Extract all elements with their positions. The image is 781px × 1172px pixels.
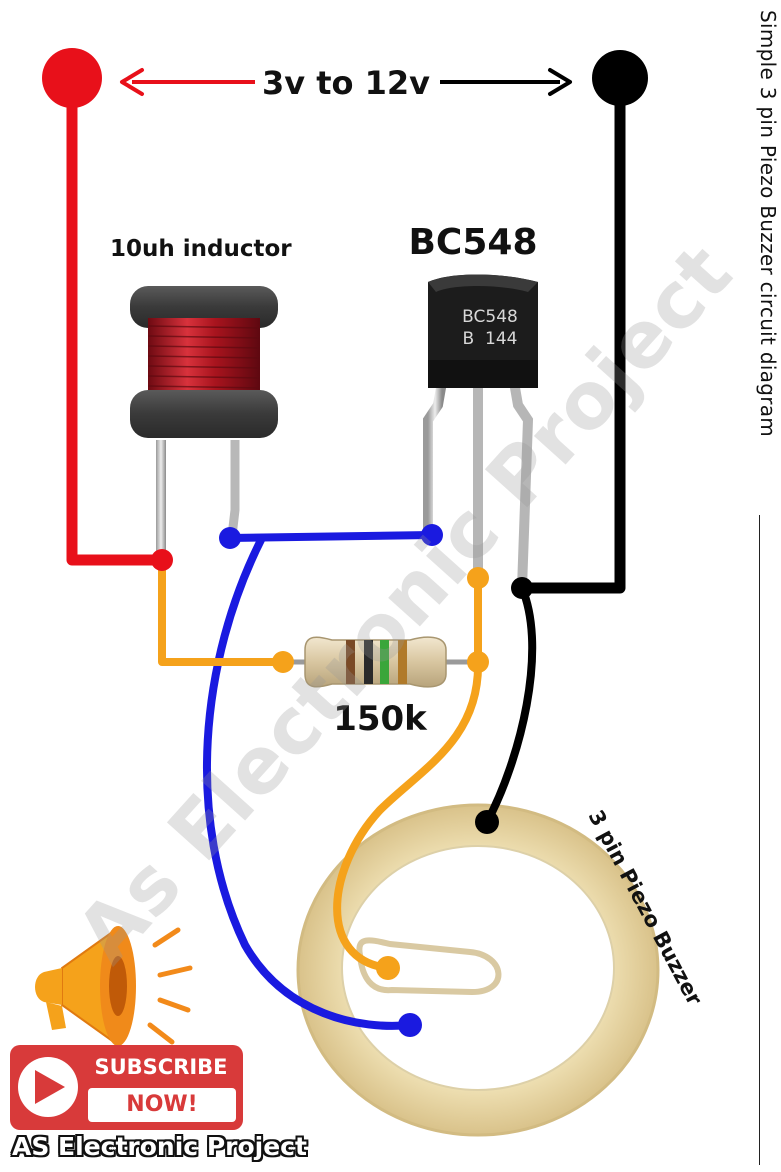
subscribe-text: SUBSCRIBE bbox=[94, 1055, 228, 1079]
subscribe-now-text: NOW! bbox=[88, 1088, 236, 1122]
brand-name: AS Electronic Project bbox=[12, 1132, 307, 1161]
bias-wire-left bbox=[158, 556, 287, 666]
transistor bbox=[423, 274, 538, 589]
transistor-label: BC548 bbox=[408, 222, 537, 263]
page-title: Simple 3 pin Piezo Buzzer circuit diagra… bbox=[756, 10, 780, 438]
subscribe-badge[interactable]: SUBSCRIBE NOW! bbox=[10, 1045, 243, 1130]
resistor-label: 150k bbox=[333, 699, 428, 739]
play-icon bbox=[18, 1057, 78, 1117]
wiring bbox=[66, 74, 626, 1030]
negative-wire bbox=[516, 74, 626, 594]
positive-terminal bbox=[42, 48, 102, 108]
transistor-marking-line2: B 144 bbox=[463, 329, 518, 349]
negative-to-piezo-wire bbox=[483, 584, 537, 826]
feedback-to-piezo-wire bbox=[202, 534, 414, 1030]
inductor-label: 10uh inductor bbox=[110, 236, 292, 262]
connection-dots bbox=[42, 48, 648, 1037]
positive-wire bbox=[66, 74, 168, 566]
inductor bbox=[130, 286, 278, 562]
supply-arrows bbox=[120, 68, 572, 96]
transistor-marking-line1: BC548 bbox=[462, 307, 518, 327]
resistor bbox=[280, 636, 482, 688]
negative-terminal bbox=[592, 50, 648, 106]
megaphone-icon bbox=[35, 926, 193, 1047]
supply-label: 3v to 12v bbox=[262, 64, 430, 102]
bias-to-piezo-wire bbox=[333, 658, 483, 972]
title-underline bbox=[759, 515, 760, 1165]
